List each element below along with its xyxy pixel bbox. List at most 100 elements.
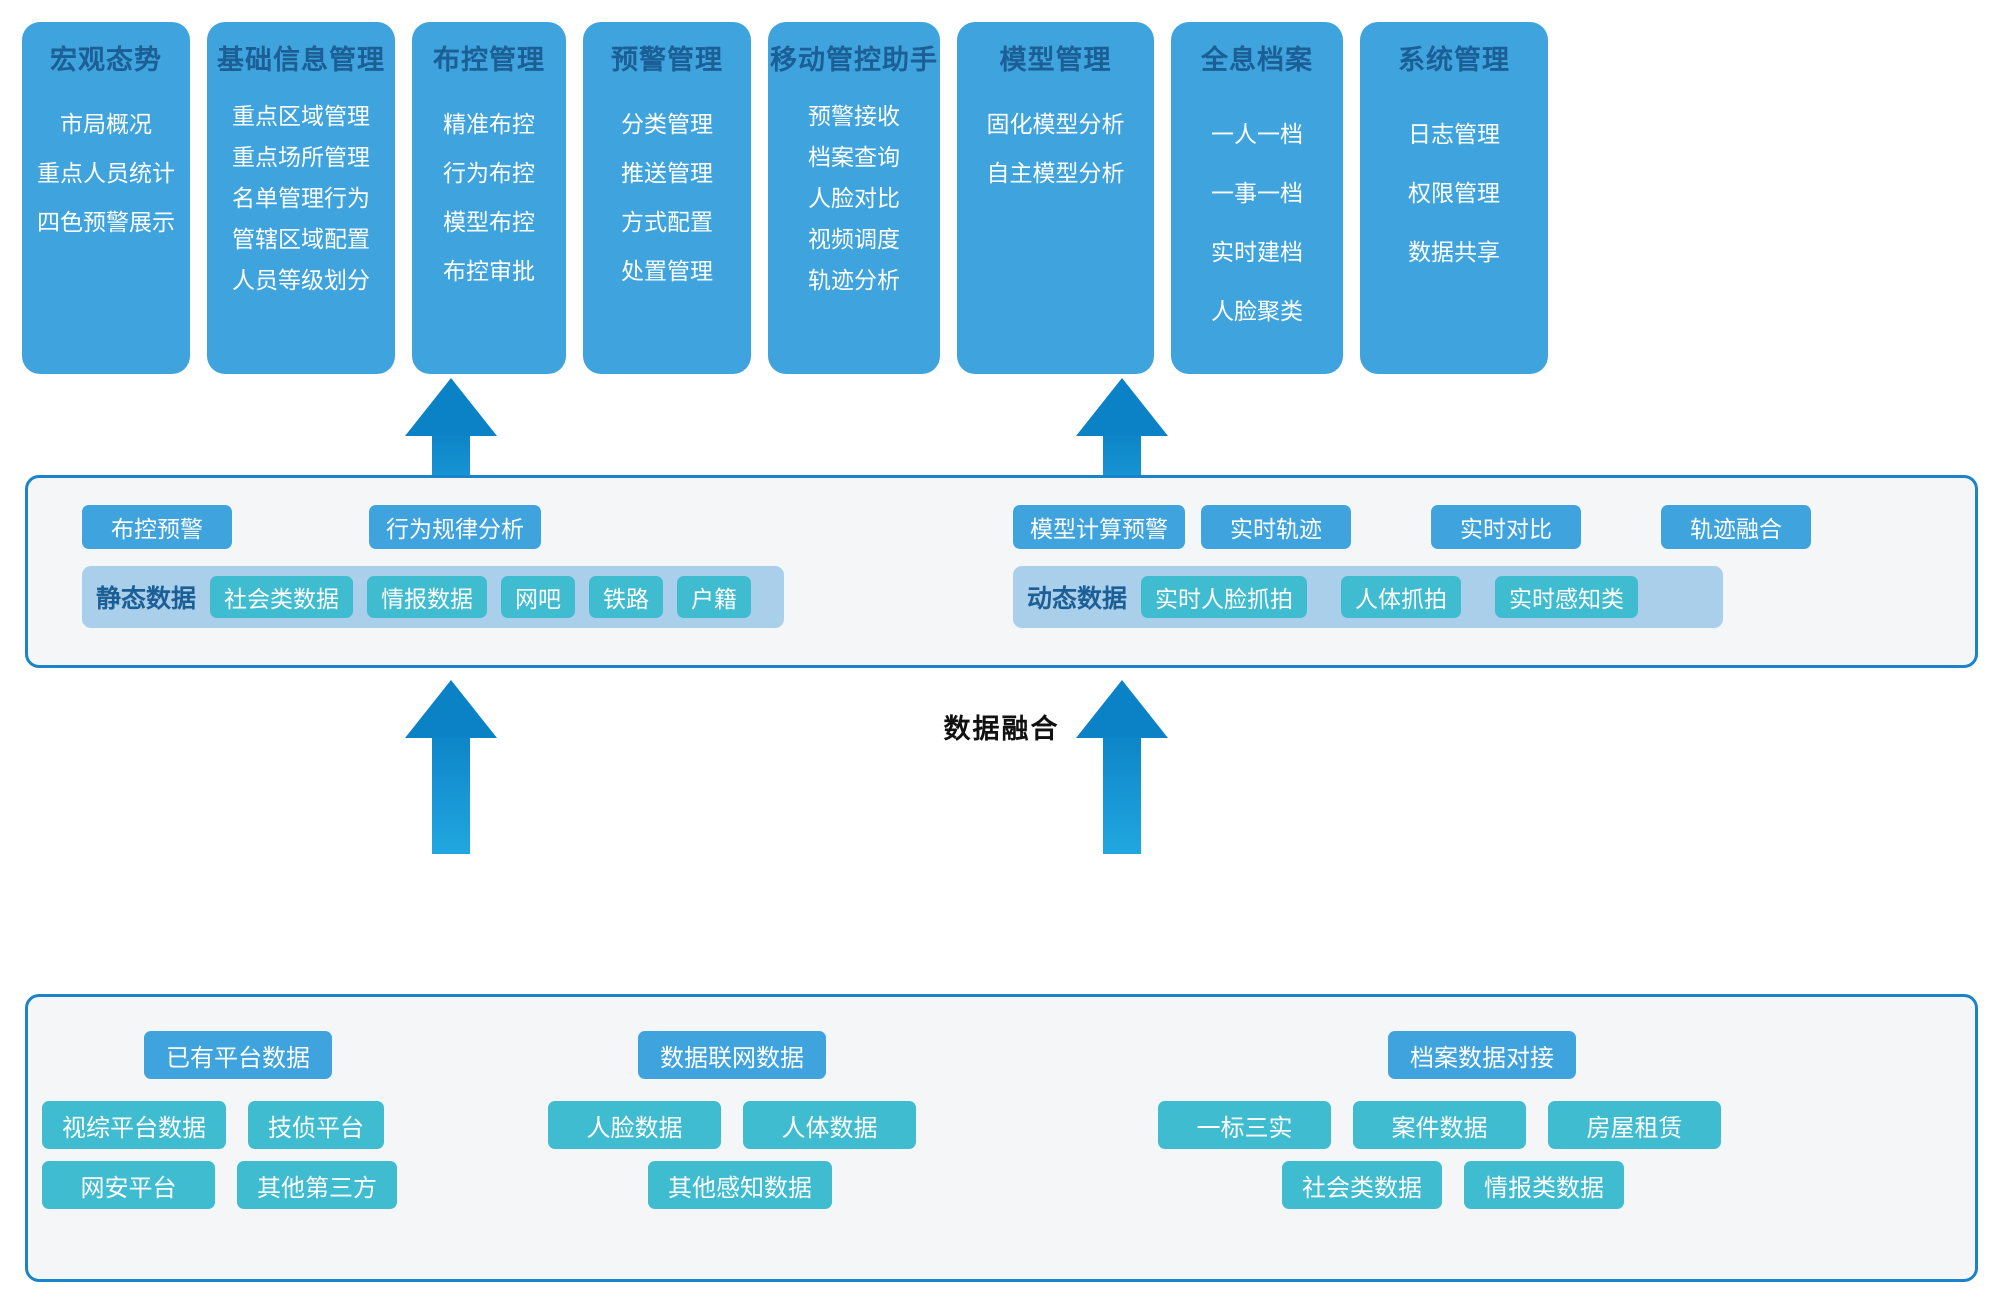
app-card-title: 基础信息管理 — [217, 45, 385, 75]
source-chip-row: 其他感知数据 — [548, 1161, 916, 1209]
source-group-header[interactable]: 已有平台数据 — [144, 1031, 332, 1079]
dynamic-capability-row: 模型计算预警 实时轨迹 实时对比 轨迹融合 — [1013, 505, 1923, 549]
source-chip[interactable]: 社会类数据 — [1282, 1161, 1442, 1209]
app-card-item[interactable]: 名单管理行为 — [232, 185, 370, 211]
app-card-title: 预警管理 — [611, 45, 723, 75]
static-data-chip[interactable]: 户籍 — [677, 576, 752, 618]
source-group-networked-data: 数据联网数据 人脸数据 人体数据 其他感知数据 — [528, 997, 1148, 1285]
app-card-title: 布控管理 — [433, 45, 545, 75]
app-card-item[interactable]: 人脸聚类 — [1211, 298, 1303, 324]
app-card-basic-info-management[interactable]: 基础信息管理 重点区域管理 重点场所管理 名单管理行为 管辖区域配置 人员等级划… — [207, 22, 395, 374]
source-chip[interactable]: 技侦平台 — [248, 1101, 384, 1149]
app-card-item[interactable]: 市局概况 — [60, 111, 152, 137]
source-group-header[interactable]: 数据联网数据 — [638, 1031, 826, 1079]
source-chip[interactable]: 其他感知数据 — [648, 1161, 832, 1209]
app-card-title: 系统管理 — [1398, 45, 1510, 75]
capability-chip-behavior-pattern-analysis[interactable]: 行为规律分析 — [369, 505, 541, 549]
source-chip[interactable]: 视综平台数据 — [42, 1101, 226, 1149]
source-chip-row: 社会类数据 情报类数据 — [1158, 1161, 1958, 1209]
app-card-item[interactable]: 四色预警展示 — [37, 209, 175, 235]
app-card-item-list: 固化模型分析 自主模型分析 — [963, 87, 1148, 364]
dynamic-data-chip[interactable]: 实时感知类 — [1495, 576, 1639, 618]
source-chip-row: 视综平台数据 技侦平台 — [42, 1101, 512, 1149]
source-group-archive-interface: 档案数据对接 一标三实 案件数据 房屋租赁 社会类数据 情报类数据 — [1158, 997, 1958, 1285]
static-data-chip[interactable]: 铁路 — [589, 576, 664, 618]
source-chip-rows: 人脸数据 人体数据 其他感知数据 — [548, 1101, 916, 1221]
app-card-holographic-archive[interactable]: 全息档案 一人一档 一事一档 实时建档 人脸聚类 — [1171, 22, 1343, 374]
app-card-item[interactable]: 一事一档 — [1211, 180, 1303, 206]
source-chip[interactable]: 人脸数据 — [548, 1101, 721, 1149]
app-card-system-management[interactable]: 系统管理 日志管理 权限管理 数据共享 — [1360, 22, 1548, 374]
static-data-column: 布控预警 行为规律分析 静态数据 社会类数据 情报数据 网吧 铁路 户籍 — [56, 478, 966, 671]
app-card-item[interactable]: 行为布控 — [443, 160, 535, 186]
static-data-chip[interactable]: 情报数据 — [367, 576, 488, 618]
static-data-chip[interactable]: 网吧 — [501, 576, 576, 618]
app-card-item[interactable]: 固化模型分析 — [986, 111, 1125, 137]
static-data-chip[interactable]: 社会类数据 — [210, 576, 354, 618]
data-capability-layer-panel: 布控预警 行为规律分析 静态数据 社会类数据 情报数据 网吧 铁路 户籍 模型计… — [25, 475, 1978, 668]
source-chip[interactable]: 房屋租赁 — [1548, 1101, 1721, 1149]
app-card-item-list: 日志管理 权限管理 数据共享 — [1366, 87, 1542, 364]
application-layer: 宏观态势 市局概况 重点人员统计 四色预警展示 基础信息管理 重点区域管理 重点… — [22, 22, 1981, 374]
app-card-item[interactable]: 方式配置 — [621, 209, 713, 235]
app-card-item[interactable]: 人员等级划分 — [232, 267, 370, 293]
app-card-item[interactable]: 一人一档 — [1211, 121, 1303, 147]
app-card-item[interactable]: 处置管理 — [621, 258, 713, 284]
data-fusion-label: 数据融合 — [943, 714, 1060, 744]
capability-chip-control-alarm[interactable]: 布控预警 — [82, 505, 232, 549]
app-card-item[interactable]: 日志管理 — [1408, 121, 1500, 147]
source-group-existing-platform: 已有平台数据 视综平台数据 技侦平台 网安平台 其他第三方 — [42, 997, 512, 1285]
dynamic-data-label: 动态数据 — [1027, 585, 1128, 613]
capability-chip-model-compute-alarm[interactable]: 模型计算预警 — [1013, 505, 1185, 549]
app-card-title: 宏观态势 — [50, 45, 162, 75]
app-card-item[interactable]: 重点场所管理 — [232, 144, 370, 170]
app-card-item[interactable]: 精准布控 — [443, 111, 535, 137]
app-card-alarm-management[interactable]: 预警管理 分类管理 推送管理 方式配置 处置管理 — [583, 22, 751, 374]
app-card-item[interactable]: 视频调度 — [808, 226, 900, 252]
source-chip[interactable]: 人体数据 — [743, 1101, 916, 1149]
app-card-item[interactable]: 重点人员统计 — [37, 160, 175, 186]
app-card-item[interactable]: 布控审批 — [443, 258, 535, 284]
source-chip-row: 网安平台 其他第三方 — [42, 1161, 512, 1209]
app-card-item-list: 预警接收 档案查询 人脸对比 视频调度 轨迹分析 — [774, 87, 934, 364]
source-chip[interactable]: 案件数据 — [1353, 1101, 1526, 1149]
app-card-item-list: 分类管理 推送管理 方式配置 处置管理 — [589, 87, 745, 364]
static-data-band: 静态数据 社会类数据 情报数据 网吧 铁路 户籍 — [82, 566, 784, 628]
app-card-item[interactable]: 管辖区域配置 — [232, 226, 370, 252]
source-chip[interactable]: 一标三实 — [1158, 1101, 1331, 1149]
capability-chip-track-fusion[interactable]: 轨迹融合 — [1661, 505, 1811, 549]
dynamic-data-chip[interactable]: 人体抓拍 — [1341, 576, 1462, 618]
app-card-title: 模型管理 — [999, 45, 1112, 75]
app-card-item[interactable]: 档案查询 — [808, 144, 900, 170]
app-card-item[interactable]: 人脸对比 — [808, 185, 900, 211]
dynamic-data-chip[interactable]: 实时人脸抓拍 — [1141, 576, 1308, 618]
capability-chip-realtime-track[interactable]: 实时轨迹 — [1201, 505, 1351, 549]
arrow-head-icon — [1076, 680, 1168, 738]
capability-chip-realtime-compare[interactable]: 实时对比 — [1431, 505, 1581, 549]
dynamic-data-column: 模型计算预警 实时轨迹 实时对比 轨迹融合 动态数据 实时人脸抓拍 人体抓拍 实… — [1013, 478, 1923, 671]
app-card-item[interactable]: 推送管理 — [621, 160, 713, 186]
source-chip[interactable]: 网安平台 — [42, 1161, 215, 1209]
app-card-item[interactable]: 权限管理 — [1408, 180, 1500, 206]
app-card-item[interactable]: 实时建档 — [1211, 239, 1303, 265]
source-group-header[interactable]: 档案数据对接 — [1388, 1031, 1576, 1079]
app-card-mobile-control-assistant[interactable]: 移动管控助手 预警接收 档案查询 人脸对比 视频调度 轨迹分析 — [768, 22, 940, 374]
app-card-item[interactable]: 轨迹分析 — [808, 267, 900, 293]
app-card-item[interactable]: 模型布控 — [443, 209, 535, 235]
source-chip-rows: 视综平台数据 技侦平台 网安平台 其他第三方 — [42, 1101, 512, 1221]
app-card-item[interactable]: 自主模型分析 — [986, 160, 1125, 186]
app-card-item[interactable]: 数据共享 — [1408, 239, 1500, 265]
app-card-item[interactable]: 分类管理 — [621, 111, 713, 137]
app-card-macro-situation[interactable]: 宏观态势 市局概况 重点人员统计 四色预警展示 — [22, 22, 190, 374]
source-chip[interactable]: 情报类数据 — [1464, 1161, 1624, 1209]
app-card-item-list: 市局概况 重点人员统计 四色预警展示 — [28, 87, 184, 364]
app-card-item-list: 一人一档 一事一档 实时建档 人脸聚类 — [1177, 87, 1337, 364]
source-chip-row: 人脸数据 人体数据 — [548, 1101, 916, 1149]
app-card-item[interactable]: 预警接收 — [808, 103, 900, 129]
arrow-head-icon — [405, 378, 497, 436]
source-chip[interactable]: 其他第三方 — [237, 1161, 397, 1209]
app-card-model-management[interactable]: 模型管理 固化模型分析 自主模型分析 — [957, 22, 1154, 374]
app-card-control-management[interactable]: 布控管理 精准布控 行为布控 模型布控 布控审批 — [412, 22, 566, 374]
app-card-item[interactable]: 重点区域管理 — [232, 103, 370, 129]
